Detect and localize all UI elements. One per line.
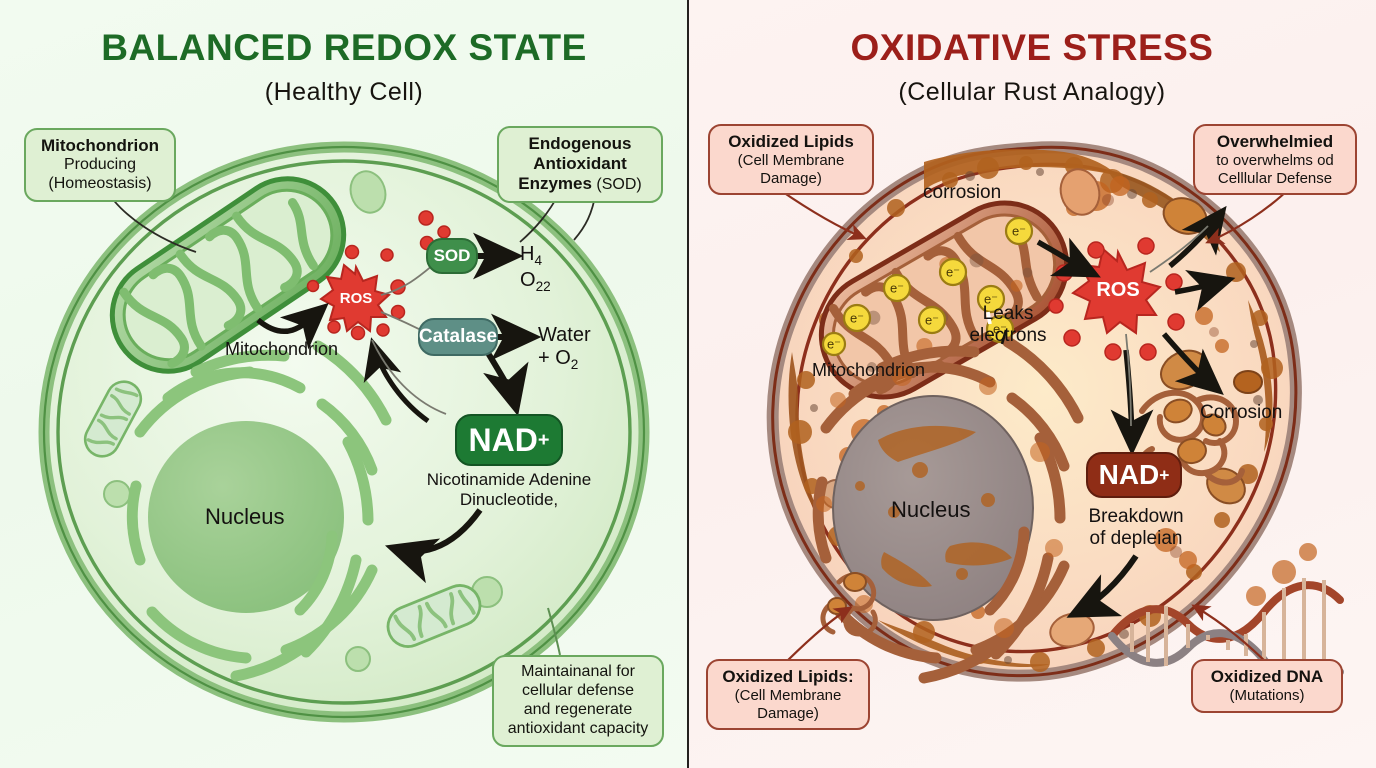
callout-maintain-line1: Maintainanal for bbox=[521, 663, 635, 680]
callout-overwhelmed-title: Overwhelmied bbox=[1216, 132, 1334, 151]
water-text: Water bbox=[538, 324, 591, 346]
breakdown-line1: Breakdown bbox=[1088, 506, 1184, 527]
electron-label: e⁻ bbox=[993, 322, 1007, 337]
callout-overwhelmed-defense[interactable]: Overwhelmied to overwhelms od Celllular … bbox=[1193, 124, 1357, 196]
page-title-left: BALANCED REDOX STATE bbox=[101, 27, 587, 68]
sod-enzyme-node[interactable]: SOD bbox=[426, 238, 478, 274]
callout-oxidized-dna[interactable]: Oxidized DNA (Mutations) bbox=[1191, 659, 1343, 713]
catalase-label: Catalase bbox=[418, 326, 498, 347]
electron-label: e⁻ bbox=[925, 313, 939, 328]
callout-mito-line3: (Homeostasis) bbox=[48, 174, 152, 192]
ros-label-right: ROS bbox=[1096, 278, 1140, 301]
callout-mito-line2: Producing bbox=[63, 156, 137, 174]
sod-label: SOD bbox=[433, 246, 471, 265]
breakdown-label: Breakdown of depleian bbox=[1066, 506, 1206, 550]
electron-label: e⁻ bbox=[1012, 224, 1026, 239]
o22-text: O bbox=[520, 268, 536, 291]
callout-enz-line1: Endogenous bbox=[528, 134, 632, 153]
mitochondrion-label-right: Mitochondrion bbox=[812, 360, 926, 380]
callout-overwhelmed-line2: to overwhelms od bbox=[1216, 152, 1334, 170]
electron-group: e⁻ e⁻ e⁻ e⁻ e⁻ e⁻ e⁻ e⁻ bbox=[821, 216, 1034, 357]
nad-label-left: NAD bbox=[468, 421, 538, 458]
nucleus-label-right: Nucleus bbox=[891, 497, 971, 522]
electron-label: e⁻ bbox=[946, 265, 960, 280]
corrosion-top-label: corrosion bbox=[923, 182, 1002, 203]
callout-enz-line3-bold: Enzymes bbox=[518, 174, 592, 194]
nad-fullname-label: Nicotinamide Adenine Dinucleotide, bbox=[421, 470, 597, 509]
callout-lipids-top-line2: (Cell Membrane bbox=[737, 152, 845, 170]
callout-dna-title: Oxidized DNA bbox=[1210, 667, 1324, 686]
breakdown-line2: of depleian bbox=[1089, 527, 1183, 549]
electron-label: e⁻ bbox=[890, 281, 904, 296]
callout-lipids-bot-line2: (Cell Membrane bbox=[734, 687, 842, 705]
callout-maintain-line3: and regenerate bbox=[523, 700, 633, 718]
corrosion-right-label: Corrosion bbox=[1200, 402, 1283, 423]
left-cell-illustration bbox=[38, 141, 650, 723]
sod-product-label: H4 O22 bbox=[520, 243, 551, 294]
nad-label-right: NAD bbox=[1098, 459, 1160, 490]
callout-enz-line3-rest: (SOD) bbox=[591, 176, 642, 194]
callout-lipids-bot-title: Oxidized Lipids: bbox=[722, 667, 854, 686]
electron-label: e⁻ bbox=[850, 311, 864, 326]
callout-oxidized-lipids-top[interactable]: Oxidized Lipids (Cell Membrane Damage) bbox=[708, 124, 874, 196]
nad-fullname-1: Nicotinamide Adenine bbox=[426, 470, 592, 489]
nucleus-label-left: Nucleus bbox=[205, 504, 285, 529]
callout-oxidized-lipids-bottom[interactable]: Oxidized Lipids: (Cell Membrane Damage) bbox=[706, 659, 870, 731]
callout-maintain-defense[interactable]: Maintainanal for cellular defense and re… bbox=[492, 655, 664, 747]
callout-maintain-line4: antioxidant capacity bbox=[507, 719, 649, 737]
catalase-product-label: Water + O2 bbox=[538, 324, 591, 373]
ros-label-left: ROS bbox=[339, 289, 373, 307]
nad-node-right[interactable]: NAD+ bbox=[1086, 452, 1182, 498]
right-cell-illustration: e⁻ e⁻ e⁻ e⁻ e⁻ e⁻ e⁻ e⁻ bbox=[766, 141, 1344, 698]
page-title-right: OXIDATIVE STRESS bbox=[850, 27, 1214, 68]
leaks-electrons-label: Leaks electrons bbox=[953, 303, 1063, 347]
nad-superscript-right: + bbox=[1159, 464, 1170, 485]
ros-node-left: ROS bbox=[327, 282, 385, 314]
callout-lipids-bot-line3: Damage) bbox=[757, 704, 819, 722]
callout-mito-title: Mitochondrion bbox=[40, 136, 160, 155]
callout-lipids-top-line3: Damage) bbox=[760, 169, 822, 187]
page-subtitle-right: (Cellular Rust Analogy) bbox=[898, 78, 1166, 106]
callout-dna-line2: (Mutations) bbox=[1229, 687, 1305, 705]
o22-sub: 22 bbox=[535, 278, 551, 294]
callout-lipids-top-title: Oxidized Lipids bbox=[728, 132, 854, 151]
callout-maintain-line2: cellular defense bbox=[521, 681, 635, 699]
callout-overwhelmed-line3: Celllular Defense bbox=[1217, 169, 1333, 187]
leaks-line2: electrons bbox=[969, 324, 1047, 346]
catalase-enzyme-node[interactable]: Catalase bbox=[418, 318, 498, 356]
o2-sub: 2 bbox=[570, 357, 579, 372]
o2-text: + O bbox=[538, 347, 571, 369]
nad-node-left[interactable]: NAD+ bbox=[455, 414, 563, 466]
mitochondrion-label-left: Mitochondrion bbox=[225, 339, 339, 359]
nad-superscript-left: + bbox=[537, 428, 550, 451]
callout-enz-line2: Antioxidant bbox=[533, 154, 627, 174]
leaks-line1: Leaks bbox=[982, 303, 1034, 324]
electron-label: e⁻ bbox=[984, 292, 998, 307]
callout-antioxidant-enzymes[interactable]: Endogenous Antioxidant Enzymes (SOD) bbox=[497, 126, 663, 203]
h4-text: H bbox=[520, 243, 535, 265]
callout-mitochondrion-left[interactable]: Mitochondrion Producing (Homeostasis) bbox=[24, 128, 176, 202]
electron-label: e⁻ bbox=[827, 337, 841, 352]
page-subtitle-left: (Healthy Cell) bbox=[264, 78, 424, 106]
panel-oxidative-stress: OXIDATIVE STRESS (Cellular Rust Analogy) bbox=[688, 0, 1376, 768]
panel-divider bbox=[687, 0, 689, 768]
panel-balanced-redox: BALANCED REDOX STATE (Healthy Cell) bbox=[0, 0, 688, 768]
nad-fullname-2: Dinucleotide, bbox=[459, 489, 559, 509]
h4-sub: 4 bbox=[534, 253, 543, 268]
ros-node-right: ROS bbox=[1086, 272, 1150, 308]
